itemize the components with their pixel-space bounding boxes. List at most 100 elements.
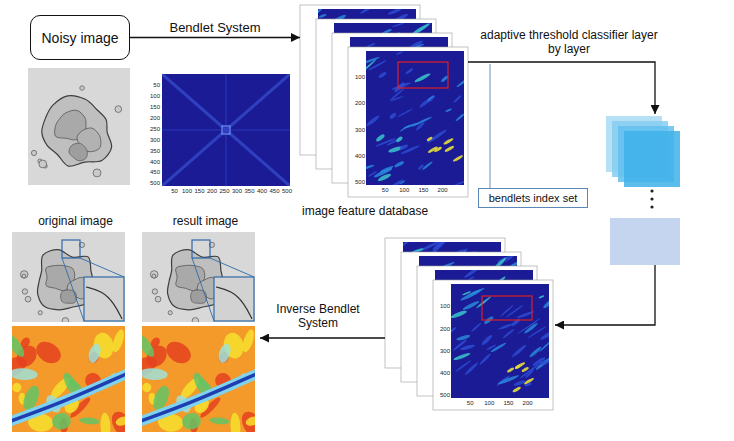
- heatmap-streak: [479, 353, 492, 366]
- heatmap-ray: [226, 130, 290, 186]
- heatmap-streak: [532, 356, 547, 367]
- node-text: original image: [12, 214, 139, 228]
- heatmap-streak: [502, 328, 515, 339]
- heatmap-streak: [498, 374, 520, 385]
- axis-tick: 500: [279, 187, 295, 195]
- map-patch: [209, 417, 230, 426]
- heatmap-streak: [456, 75, 464, 88]
- axis-tick: 400: [434, 369, 450, 377]
- axis-tick: 500: [434, 391, 450, 399]
- heatmap-streak: [470, 322, 482, 332]
- heatmap-spot: [433, 146, 442, 153]
- heatmap-streak: [318, 9, 325, 18]
- map-patch: [114, 415, 125, 428]
- heatmap-streak: [399, 144, 409, 151]
- heatmap-streak: [455, 113, 464, 122]
- axis-tick: 300: [229, 187, 245, 195]
- heatmap-spot: [443, 137, 454, 145]
- map-patch: [100, 413, 111, 432]
- intensity-map: [12, 326, 125, 432]
- cell-fragment: [93, 169, 101, 177]
- cell-image: [12, 232, 125, 322]
- zoom-line: [62, 258, 84, 321]
- cell-fragment: [39, 160, 47, 168]
- heatmap-streak: [428, 95, 435, 102]
- heatmap-streak: [468, 276, 475, 280]
- axis-tick: 350: [144, 147, 160, 155]
- flow-arrow: [130, 37, 300, 38]
- heatmap-streak: [451, 309, 468, 319]
- cell-fragment: [150, 271, 158, 279]
- heatmap-streak: [391, 96, 404, 102]
- heatmap-ray: [226, 74, 290, 130]
- heatmap-streak: [476, 296, 492, 309]
- heatmap-spot: [506, 367, 514, 374]
- process-box: Noisy image: [30, 15, 130, 60]
- heatmap-streak: [366, 114, 380, 127]
- map-band: [12, 374, 125, 422]
- image-ground: [12, 232, 125, 322]
- ellipsis-dot: [650, 197, 653, 200]
- heatmap-streak: [517, 321, 536, 334]
- heatmap-streak: [397, 108, 413, 117]
- arrow-label: Bendlet System: [169, 20, 260, 35]
- heatmap-streak: [394, 160, 405, 168]
- cell-fragment: [80, 86, 85, 91]
- map-band: [12, 374, 125, 422]
- heatmap-ground: [451, 284, 549, 398]
- heatmap-spot: [512, 386, 522, 393]
- image-ground: [142, 232, 255, 322]
- heatmap-streak: [486, 344, 496, 351]
- heatmap-streak: [460, 344, 476, 352]
- heatmap-streak: [462, 291, 471, 296]
- axis-tick: 100: [349, 73, 365, 81]
- cell-fragment: [22, 274, 26, 278]
- axis-tick: 200: [520, 399, 536, 407]
- cell-outline: [69, 143, 87, 161]
- heatmap-streak: [513, 379, 526, 386]
- axis-tick: 150: [500, 399, 516, 407]
- node-text: image feature database: [302, 204, 497, 218]
- cell-fragment: [168, 311, 172, 315]
- heatmap-streak: [460, 288, 483, 302]
- map-patch: [12, 367, 38, 380]
- axis-tick: 250: [144, 125, 160, 133]
- axis-tick: 450: [144, 168, 160, 176]
- zoom-inset: [192, 240, 254, 321]
- leader-line: [490, 64, 491, 188]
- heatmap-streak: [387, 178, 404, 185]
- heatmap-streak: [426, 129, 447, 145]
- axis-tick: 300: [349, 126, 365, 134]
- axis-tick: 450: [267, 187, 283, 195]
- heatmap-streak: [389, 112, 397, 120]
- arrow-label: Inverse Bendlet System: [268, 302, 368, 330]
- heatmap-streak: [377, 172, 392, 182]
- image-panel: result image: [142, 214, 269, 432]
- highlight-box: [398, 62, 448, 88]
- heatmap-spot: [515, 361, 526, 369]
- axis-tick: 50: [377, 186, 393, 194]
- axis-tick: 200: [435, 186, 451, 194]
- axis-tick: 200: [349, 99, 365, 107]
- heatmap-streak: [445, 108, 452, 112]
- map-band: [142, 374, 255, 422]
- map-patch: [12, 382, 22, 393]
- heatmap-streak: [387, 9, 402, 16]
- axis-tick: 500: [144, 179, 160, 187]
- heatmap-streak: [511, 344, 527, 359]
- heatmap-ray: [162, 130, 226, 186]
- inset-marker: [62, 240, 80, 258]
- heatmap-streak: [451, 180, 464, 185]
- ellipsis-dot: [650, 189, 653, 192]
- cell-fragment: [38, 311, 42, 315]
- cell-fragment: [22, 289, 27, 294]
- heatmap-streak: [480, 334, 493, 347]
- heatmap-streak: [360, 9, 376, 14]
- axis-tick: 150: [192, 187, 208, 195]
- cell-fragment: [155, 296, 161, 302]
- heatmap-center: [222, 126, 230, 134]
- image-ground: [28, 68, 130, 185]
- axis-tick: 100: [481, 399, 497, 407]
- heatmap-streak: [456, 334, 471, 342]
- axis-tick: 100: [434, 302, 450, 310]
